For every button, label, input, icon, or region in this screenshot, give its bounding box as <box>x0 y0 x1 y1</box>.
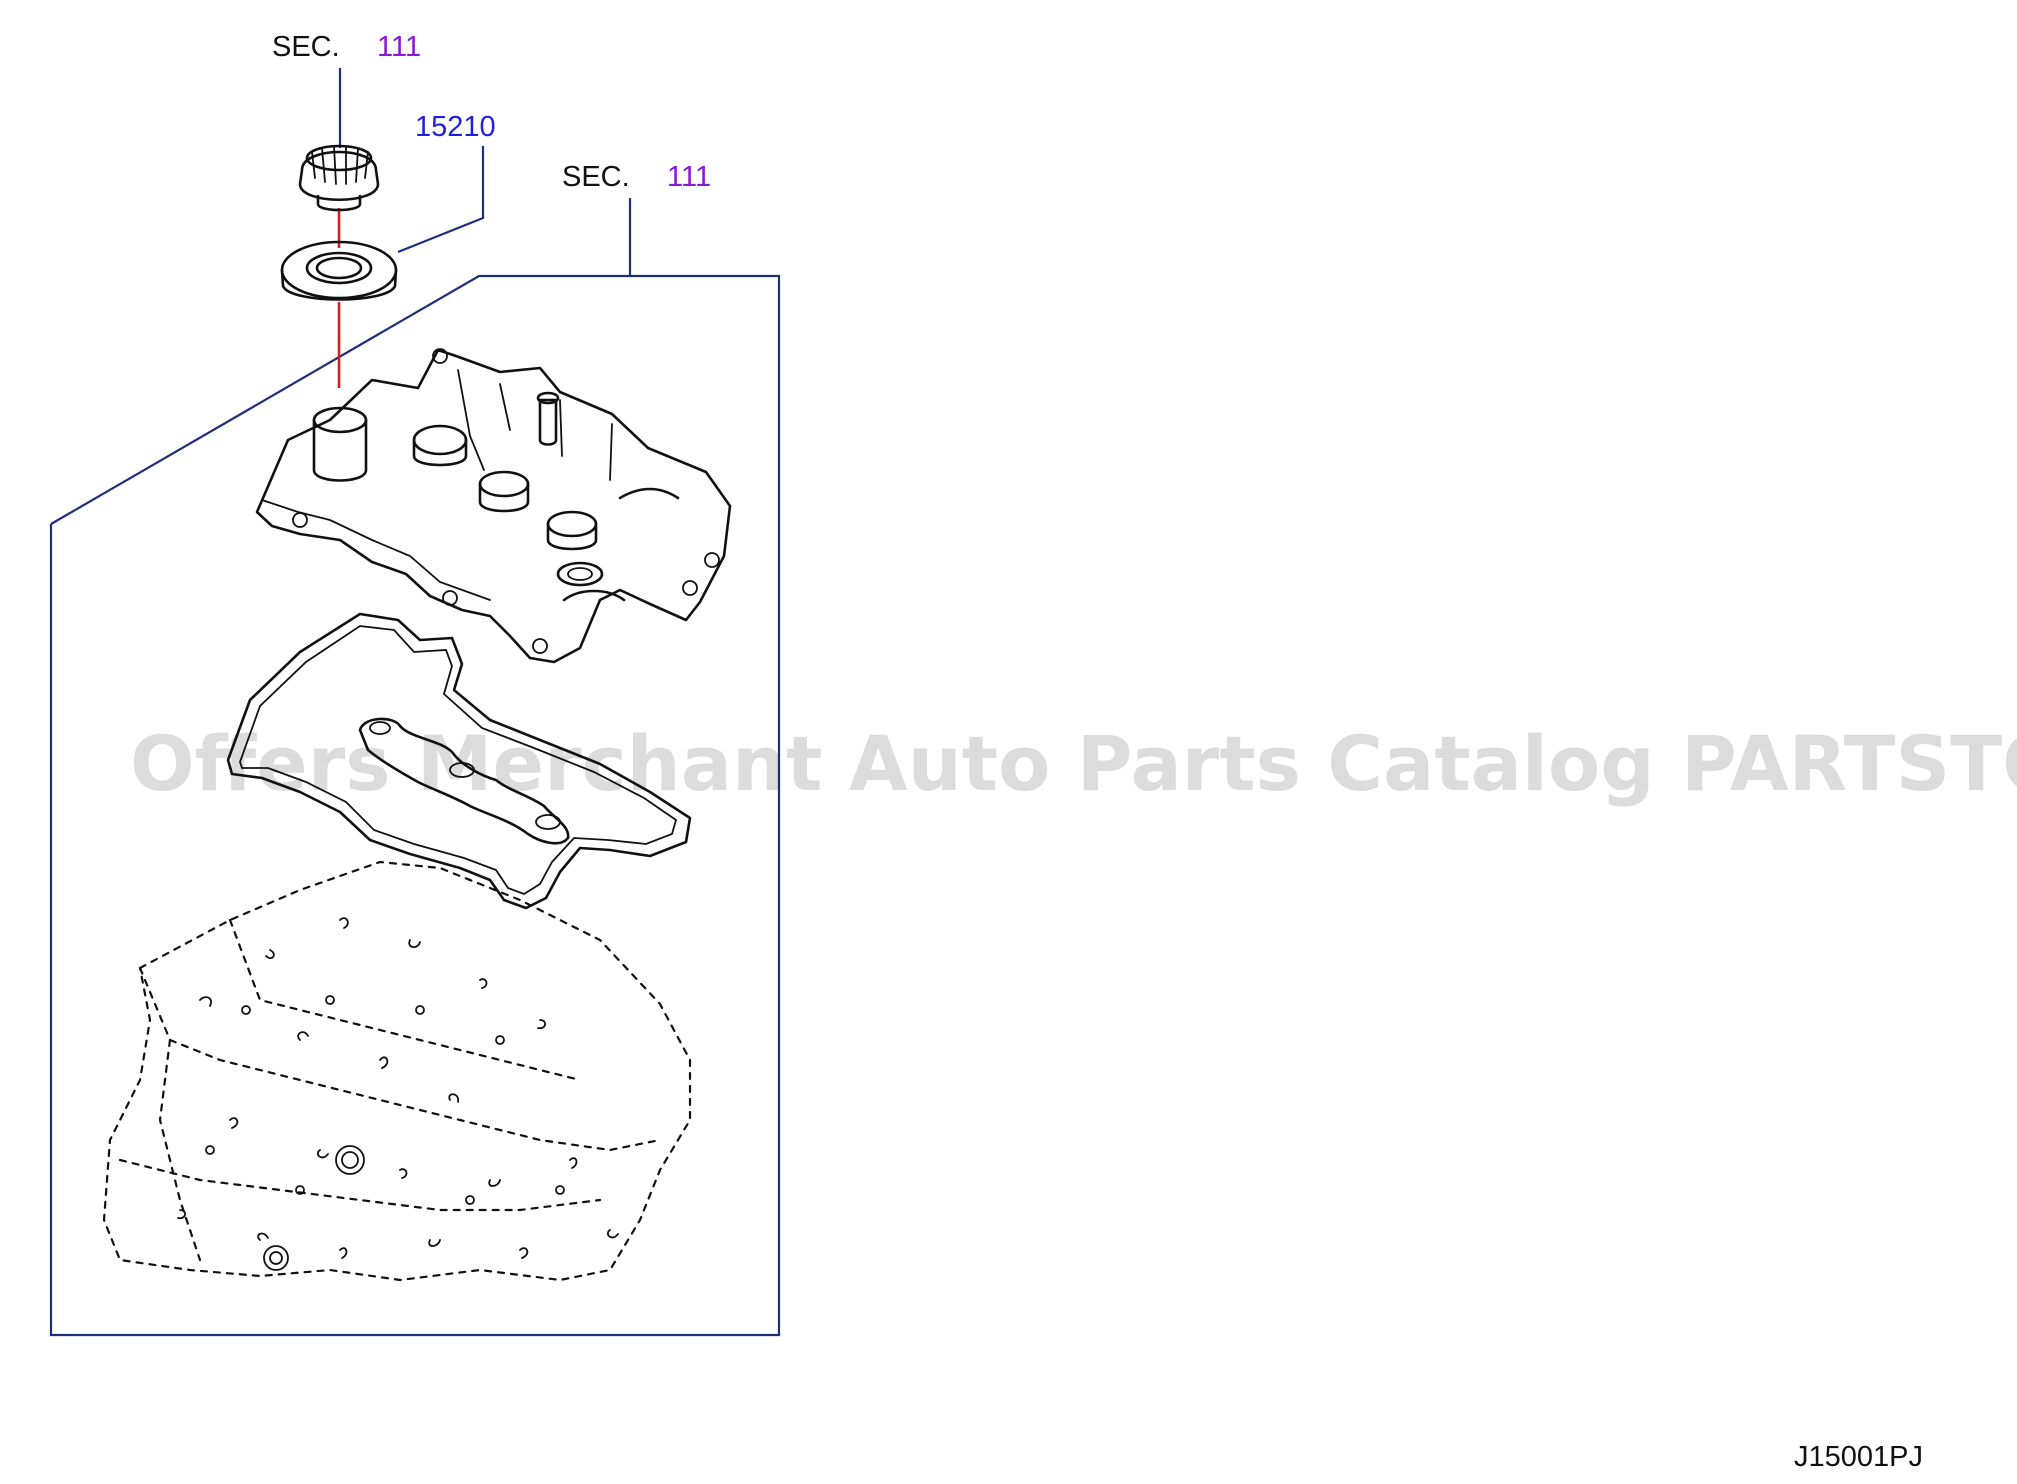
part-leader-line <box>397 146 485 254</box>
oil-filler-cap-icon[interactable] <box>298 144 380 212</box>
filler-cap-seal-icon[interactable] <box>280 240 398 301</box>
rocker-cover-icon[interactable] <box>255 348 732 664</box>
sec-number-link-2[interactable]: 111 <box>667 161 711 193</box>
sec-label: SEC. <box>272 31 340 63</box>
sec-label-2: SEC. <box>562 161 630 193</box>
sec-callout-bracket[interactable]: SEC. 111 <box>562 161 711 193</box>
watermark-text: Offers Merchant Auto Parts Catalog PARTS… <box>130 719 2017 808</box>
cylinder-head-icon <box>102 860 692 1282</box>
part-number-link[interactable]: 15210 <box>415 111 496 143</box>
rocker-cover-gasket-icon[interactable] <box>226 612 692 910</box>
sec-number-link[interactable]: 111 <box>377 31 421 63</box>
diagram-code: J15001PJ <box>1794 1441 1923 1473</box>
section-bracket <box>49 274 781 1337</box>
sec-callout-top[interactable]: SEC. 111 <box>272 31 421 63</box>
